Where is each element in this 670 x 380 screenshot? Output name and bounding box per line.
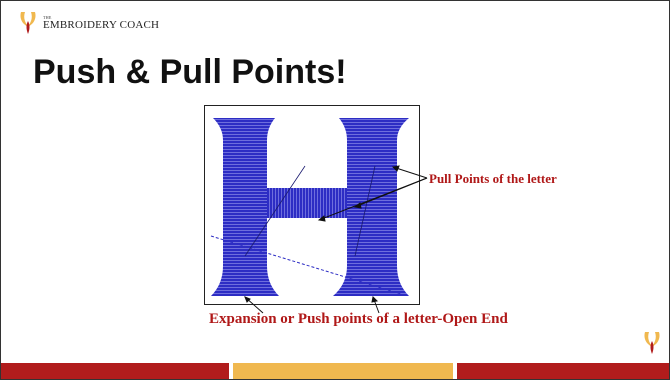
letter-h-stitch-figure <box>204 105 420 305</box>
pull-points-label: Pull Points of the letter <box>429 171 557 186</box>
h-crossbar <box>267 188 347 218</box>
logo-name: EMBROIDERY COACH <box>43 19 160 31</box>
footer-bar-segment <box>1 363 229 379</box>
letter-h-stitch-graphic <box>210 118 409 296</box>
footer-bar-segment <box>457 363 669 379</box>
slide-title: Push & Pull Points! <box>33 53 347 91</box>
brand-logo: THE EMBROIDERY COACH <box>17 9 187 37</box>
footer-bar-segment <box>233 363 453 379</box>
push-points-label: Expansion or Push points of a letter-Ope… <box>209 311 508 327</box>
swirl-logo-icon <box>20 12 36 34</box>
h-left-column <box>211 118 279 296</box>
swirl-corner-icon <box>644 332 660 354</box>
footer-color-bar <box>1 363 669 379</box>
logo-prefix: THE <box>43 15 52 20</box>
